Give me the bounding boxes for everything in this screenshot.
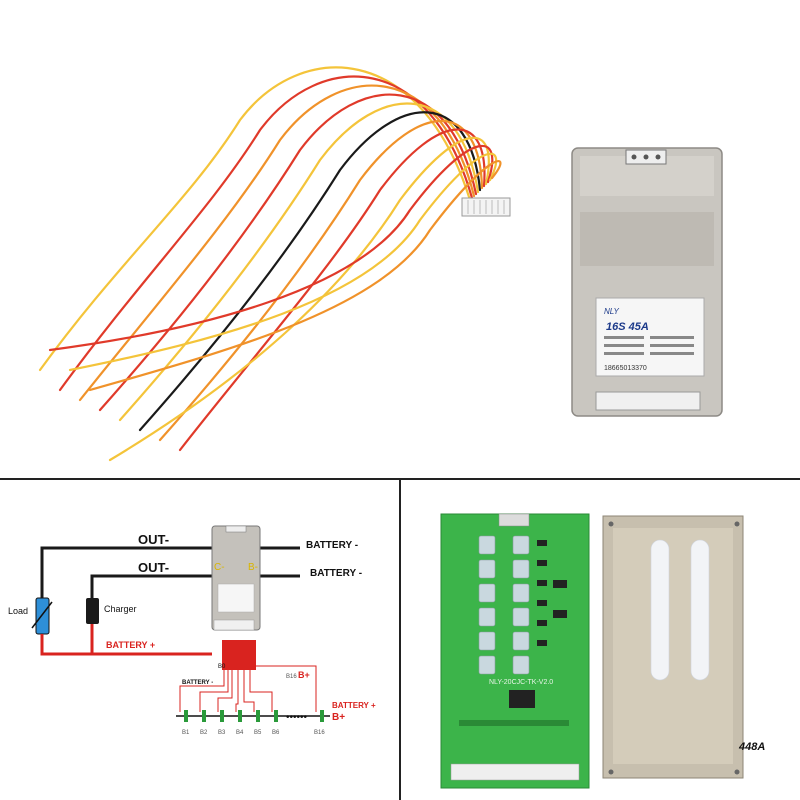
green-pcb: NLY-20CJC-TK-V2.0 [440, 513, 590, 789]
battery-cells [184, 710, 324, 722]
bms-module-small [211, 525, 261, 631]
load-label: Load [8, 606, 28, 616]
battery-plus-left: BATTERY + [106, 640, 155, 650]
cable-and-module-illustration: NLY 16S 45A 18665013370 [38, 66, 723, 462]
module-connector [595, 391, 701, 411]
svg-text:••••••: •••••• [286, 712, 308, 723]
battery-minus-bottom: BATTERY - [310, 568, 362, 579]
horizontal-divider [0, 478, 800, 480]
red-harness [222, 640, 256, 670]
out-minus-top: OUT- [138, 532, 169, 547]
b16-label: B16 [286, 674, 297, 680]
label-phone: 18665013370 [604, 365, 647, 372]
battery-minus-top: BATTERY - [306, 540, 358, 551]
label-brand: NLY [604, 307, 619, 316]
wiring-diagram: OUT- OUT- BATTERY - BATTERY - C- B- Load… [0, 480, 399, 800]
cell-label-b5: B5 [254, 730, 262, 736]
heatsink-plate [602, 515, 744, 779]
c-minus-label: C- [214, 562, 225, 573]
cell-label-b4: B4 [236, 730, 244, 736]
model-tag: 448A [738, 741, 765, 753]
vertical-divider [399, 480, 401, 800]
wiring-diagram-svg: OUT- OUT- BATTERY - BATTERY - C- B- Load… [8, 525, 376, 736]
cell-label-b6: B6 [272, 730, 280, 736]
cell-label-b16: B16 [314, 730, 325, 736]
pcb-connector [450, 763, 580, 781]
load-icon [35, 597, 50, 635]
b0-label: B0 [218, 664, 226, 670]
b-plus-label: B+ [298, 670, 310, 680]
label-spec: 16S 45A [606, 321, 649, 333]
cell-label-b3: B3 [218, 730, 226, 736]
wire-harness [38, 66, 502, 462]
cell-label-b1: B1 [182, 730, 190, 736]
battery-plus-right: BATTERY + [332, 701, 376, 710]
product-photo-top: NLY 16S 45A 18665013370 [38, 66, 723, 462]
out-minus-bottom: OUT- [138, 560, 169, 575]
charger-icon [86, 598, 99, 624]
cell-label-b2: B2 [200, 730, 208, 736]
b-minus-label: B- [248, 562, 258, 573]
pcb-photo: NLY-20CJC-TK-V2.0 448A [401, 480, 800, 800]
charger-label: Charger [104, 604, 137, 614]
pcb-illustration: NLY-20CJC-TK-V2.0 448A [440, 513, 765, 789]
b-plus-right: B+ [332, 712, 345, 723]
board-text: NLY-20CJC-TK-V2.0 [489, 679, 553, 686]
battery-minus-small: BATTERY - [182, 680, 213, 686]
bms-module: NLY 16S 45A 18665013370 [571, 147, 723, 417]
